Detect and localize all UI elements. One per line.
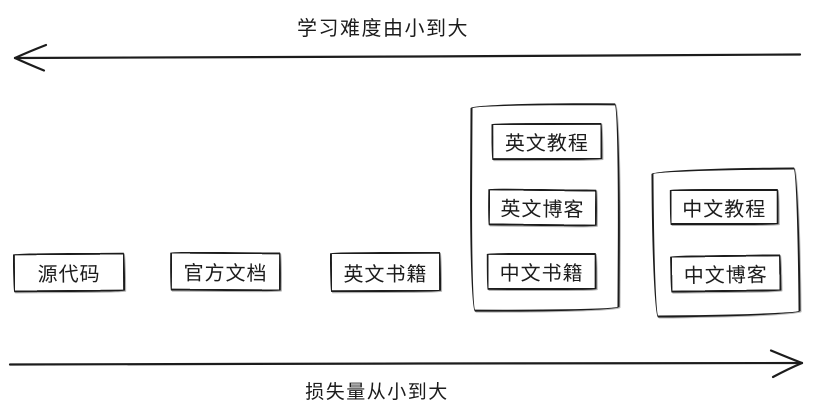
node-chinese-tutorials-label: 中文教程 — [682, 198, 767, 221]
node-english-tutorials-label: 英文教程 — [504, 132, 589, 156]
node-english-books: 英文书籍 — [329, 251, 442, 293]
top-arrow-left — [13, 43, 802, 72]
node-chinese-books-label: 中文书籍 — [499, 262, 584, 286]
group-box-2: 中文教程 中文博客 — [651, 167, 801, 318]
node-english-blogs-label: 英文博客 — [500, 198, 585, 222]
node-official-docs: 官方文档 — [169, 251, 282, 292]
top-axis-label: 学习难度由小到大 — [297, 18, 469, 40]
node-official-docs-label: 官方文档 — [183, 262, 268, 286]
bottom-axis-label: 损失量从小到大 — [305, 382, 449, 403]
group-box-1: 英文教程 英文博客 中文书籍 — [469, 102, 621, 313]
node-source-code: 源代码 — [12, 252, 126, 293]
bottom-arrow-right — [8, 349, 804, 379]
node-chinese-blogs: 中文博客 — [670, 254, 782, 293]
node-english-blogs: 英文博客 — [487, 188, 598, 227]
node-chinese-blogs-label: 中文博客 — [683, 264, 768, 288]
node-source-code-label: 源代码 — [37, 263, 101, 287]
node-chinese-tutorials: 中文教程 — [669, 188, 779, 226]
node-english-books-label: 英文书籍 — [343, 263, 428, 286]
node-english-tutorials: 英文教程 — [491, 122, 603, 161]
node-chinese-books: 中文书籍 — [486, 252, 597, 291]
